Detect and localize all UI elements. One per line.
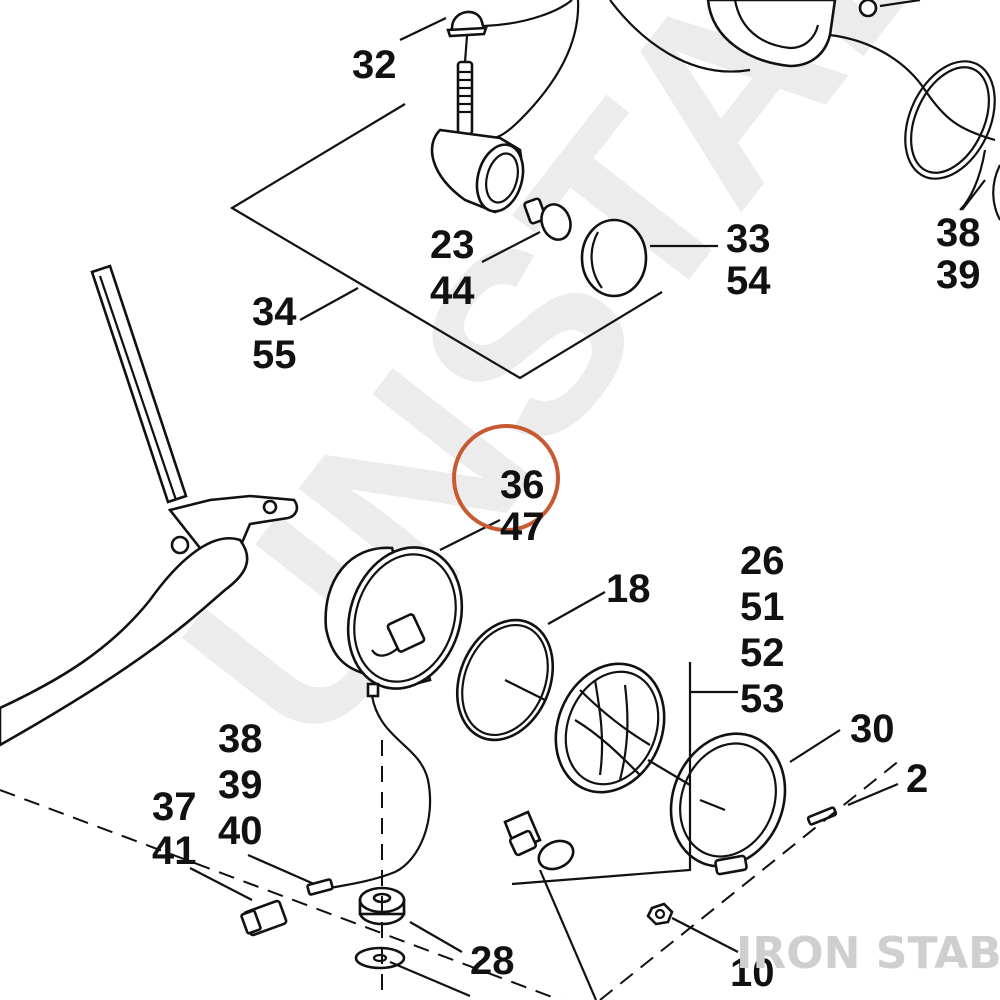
headlamp-assembly [240, 546, 838, 970]
callout-39: 39 [218, 763, 263, 807]
callout-32: 32 [352, 43, 397, 87]
center-lines [0, 679, 901, 1000]
callout-38: 38 [218, 717, 263, 761]
hex-nut [646, 902, 674, 926]
callout-41: 41 [152, 829, 197, 873]
callout-47: 47 [500, 505, 545, 549]
callout-33: 33 [726, 217, 771, 261]
callout-36: 36 [500, 463, 545, 507]
callout-10: 10 [730, 951, 775, 995]
callout-2: 2 [906, 757, 928, 801]
callout-51: 51 [740, 585, 785, 629]
trim-ring [669, 732, 787, 876]
sealed-beam-lamp [554, 662, 666, 794]
wire-connector [240, 899, 288, 937]
callout-26: 26 [740, 539, 785, 583]
screw [806, 806, 838, 826]
callout-28: 28 [470, 939, 515, 983]
callout-39-top: 39 [936, 253, 981, 297]
signal-lens [580, 218, 648, 298]
highlight-circle [452, 424, 560, 532]
callout-labels: 32 23 44 33 54 34 55 38 39 36 47 18 26 5… [152, 43, 981, 995]
callout-54: 54 [726, 259, 771, 303]
callout-38-top: 38 [936, 211, 981, 255]
callout-52: 52 [740, 631, 785, 675]
wire-terminal [306, 878, 334, 896]
partial-headlamp-top [609, 0, 1000, 221]
leader-lines [189, 17, 986, 1000]
brand-logo-text: IRON STABLE [736, 928, 1000, 979]
watermark-text: UNSTABLE [129, 0, 1000, 795]
callout-53: 53 [740, 677, 785, 721]
frame-bar [0, 264, 299, 747]
callout-30: 30 [850, 707, 895, 751]
callout-37: 37 [152, 785, 197, 829]
assembly-bracket-line [229, 103, 663, 380]
callout-55: 55 [252, 333, 297, 377]
housing-connector [386, 613, 426, 653]
callout-34: 34 [252, 290, 297, 334]
turn-signal-assembly [229, 0, 663, 380]
callout-40: 40 [218, 809, 263, 853]
halogen-bulb [503, 810, 575, 871]
callout-44: 44 [430, 269, 475, 313]
callout-18: 18 [606, 567, 651, 611]
signal-bulb [523, 197, 572, 241]
callout-23: 23 [430, 223, 475, 267]
